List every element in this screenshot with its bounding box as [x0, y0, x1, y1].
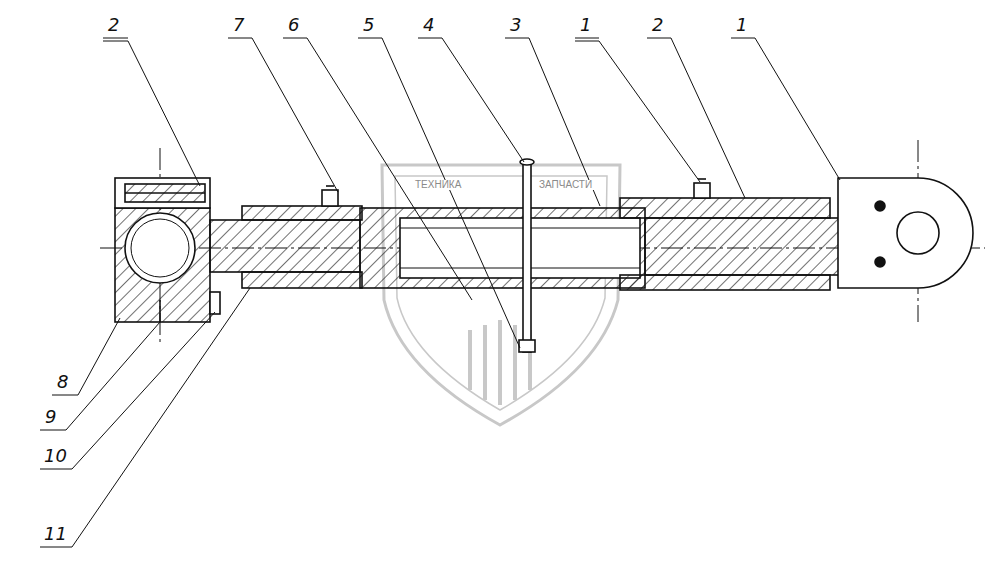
callout-number: 2	[108, 16, 119, 34]
callout-number: 2	[652, 16, 663, 34]
right-eye	[838, 178, 973, 288]
callout-number: 5	[363, 16, 374, 34]
center-line	[100, 140, 985, 345]
callout-number: 9	[45, 408, 56, 426]
callout-number: 3	[510, 16, 521, 34]
right-shank	[620, 179, 840, 290]
callout-number: 1	[580, 16, 591, 34]
callout-number: 4	[423, 16, 434, 34]
callout-number: 8	[57, 373, 68, 391]
callout-number: 10	[44, 447, 67, 465]
callout-number: 1	[736, 16, 747, 34]
watermark-text: ЗАПЧАСТИ	[537, 180, 594, 190]
callout-number: 7	[233, 16, 244, 34]
leader-line	[40, 38, 840, 547]
central-body	[360, 159, 645, 352]
callout-number: 6	[288, 16, 299, 34]
callout-number: 11	[44, 525, 67, 543]
left-shank	[210, 186, 362, 288]
left-fork	[115, 178, 220, 322]
watermark-text: ТЕХНИКА	[413, 180, 463, 190]
watermark-shield	[382, 165, 620, 425]
